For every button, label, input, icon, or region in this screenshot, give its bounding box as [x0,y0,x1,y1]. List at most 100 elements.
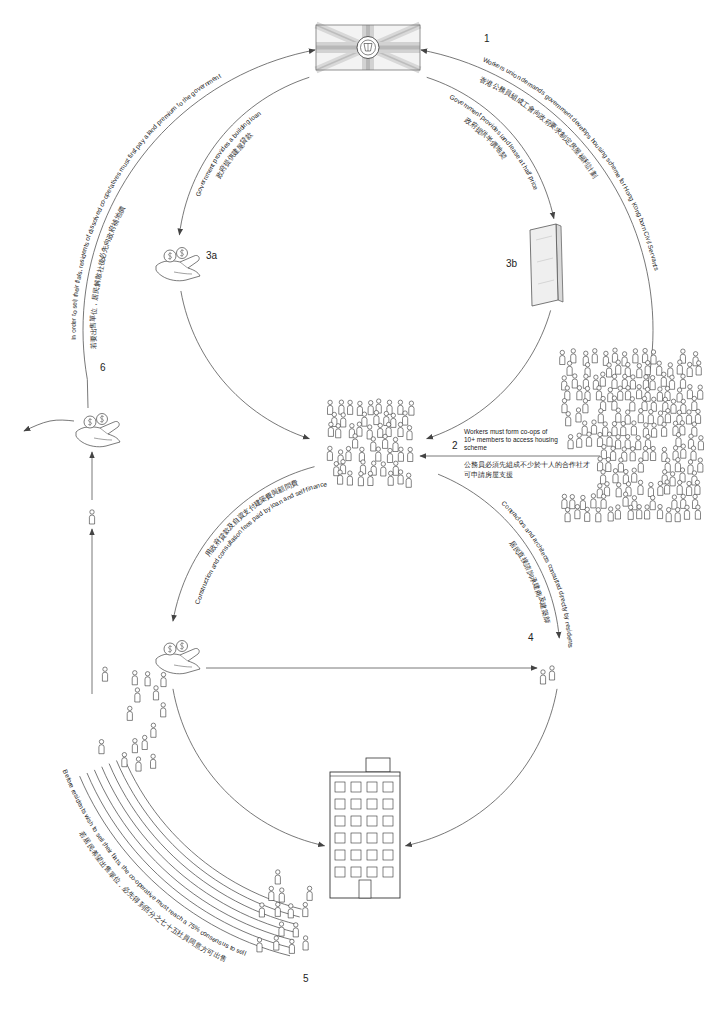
person-body [611,451,616,460]
person-figure [601,445,606,459]
person-body [275,875,280,884]
person-body [153,691,158,700]
person-head [386,422,390,426]
person-figure [570,495,575,509]
person-head [626,482,630,486]
person-figure [680,421,685,435]
person-head [671,399,675,403]
person-figure [601,494,606,508]
person-head [403,411,407,415]
person-figure [367,425,372,439]
flow-arrow [102,767,296,933]
label-glyph: I [71,338,78,340]
flow-arrow [83,50,315,408]
building-window [351,833,361,843]
label-glyph: t [71,314,78,316]
person-figure [582,421,587,435]
building-window [367,782,377,792]
person-head [680,468,684,472]
person-head [560,350,564,354]
building-window [367,850,377,860]
person-head [668,363,672,367]
person-body [151,728,156,737]
person-body [560,356,565,365]
person-head [368,471,372,475]
person-head [391,413,395,417]
flow-arrow [427,77,554,218]
person-figure [612,422,617,436]
person-head [676,458,680,462]
flow-arrow [421,50,653,389]
person-body [645,366,650,375]
person-body [601,499,606,508]
person-figure [612,348,617,362]
label-glyph: l [645,241,652,244]
person-figure [612,374,617,388]
label-glyph: 售 [218,954,227,963]
person-figure [630,397,635,411]
callout-number: 5 [303,973,309,985]
person-figure [632,468,637,482]
person-figure [657,504,662,518]
note-text: Workers must form co-ops of 10+ members … [464,428,560,452]
person-body [408,453,413,462]
person-body [695,485,700,494]
person-body [597,438,602,447]
person-figure [672,495,677,509]
person-figure [657,387,662,401]
person-head [681,494,685,498]
person-body [161,708,166,717]
person-figure [616,408,621,422]
person-head [145,672,149,676]
person-head [583,399,587,403]
person-head [562,494,566,498]
person-head [697,361,701,365]
person-body [632,473,637,482]
person-figure [645,361,650,375]
person-body [615,510,620,519]
person-body [651,355,656,364]
person-figure [695,480,700,494]
person-body [368,477,373,486]
person-body [145,677,150,686]
note-text: 公務員必須先組成不少於十人的合作社才可申請房屋支援 [464,460,594,480]
person-figure [368,401,373,415]
building-window [335,850,345,860]
person-body [565,513,570,522]
person-figure [328,400,333,414]
person-figure [686,410,691,424]
person-head [665,480,669,484]
person-figure [257,938,262,952]
hand-with-coins [156,248,200,281]
person-head [257,938,261,942]
label-glyph: r [74,284,81,287]
flow-arrow [124,757,302,909]
coin [177,641,188,652]
person-head [622,352,626,356]
person-head [592,420,596,424]
person-body [675,463,680,472]
person-body [612,379,617,388]
person-figure [580,495,585,509]
person-head [688,362,692,366]
person-head [646,361,650,365]
person-head [336,424,340,428]
person-figure [631,421,636,435]
person-figure [591,420,596,434]
person-body [566,417,571,426]
person-head [650,376,654,380]
person-body [136,762,141,771]
person-figure [327,446,332,460]
person-body [696,366,701,375]
person-figure [616,483,621,497]
coin [84,416,96,428]
person-figure [662,422,667,436]
person-figure [381,462,386,476]
person-head [562,376,566,380]
person-figure [665,480,670,494]
person-head [378,423,382,427]
person-head [658,411,662,415]
person-body [650,501,655,510]
person-figure [560,350,565,364]
